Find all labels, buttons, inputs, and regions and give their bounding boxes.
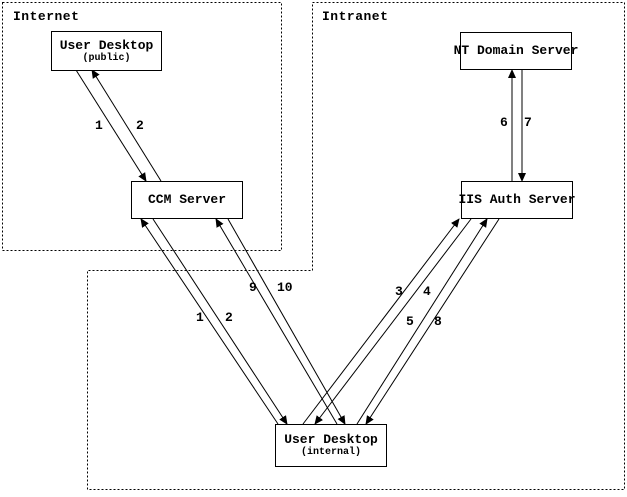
edge-label-6: 6: [500, 115, 508, 130]
edge-4-iis-to-internal: [314, 218, 472, 425]
edge-9-internal-to-ccm: [215, 218, 338, 425]
edge-label-4: 4: [423, 284, 431, 299]
edge-label-2-public: 2: [136, 118, 144, 133]
node-title: CCM Server: [147, 192, 226, 207]
edge-10-ccm-to-internal: [227, 218, 346, 425]
edge-2-ccm-to-public: [91, 69, 162, 182]
edge-1-internal-to-ccm: [140, 218, 279, 425]
node-title: User Desktop: [59, 37, 154, 53]
node-title: NT Domain Server: [453, 43, 579, 58]
edge-8-iis-to-internal: [365, 218, 500, 425]
edge-1-public-to-ccm: [75, 69, 147, 182]
edge-label-10: 10: [277, 280, 293, 295]
node-user-desktop-public: User Desktop (public): [51, 31, 162, 71]
edge-label-3: 3: [395, 284, 403, 299]
node-nt-domain-server: NT Domain Server: [454, 32, 578, 70]
edge-label-1-public: 1: [95, 118, 103, 133]
node-user-desktop-internal: User Desktop (internal): [275, 424, 387, 467]
edge-label-9: 9: [249, 280, 257, 295]
node-iis-auth-server: IIS Auth Server: [458, 181, 576, 219]
node-subtitle: (public): [82, 52, 131, 64]
node-subtitle: (internal): [300, 447, 361, 458]
internet-zone-label: Internet: [13, 9, 80, 24]
intranet-zone-outline: [87, 2, 625, 490]
edge-label-7: 7: [524, 115, 532, 130]
node-title: User Desktop: [284, 432, 378, 447]
intranet-zone-label: Intranet: [322, 9, 389, 24]
edge-2-ccm-to-internal: [152, 218, 288, 425]
node-ccm-server: CCM Server: [131, 181, 243, 219]
node-title: IIS Auth Server: [458, 192, 576, 207]
edge-label-2-internal: 2: [225, 310, 233, 325]
edge-5-internal-to-iis: [356, 218, 488, 425]
edge-label-8: 8: [434, 314, 442, 329]
edge-3-internal-to-iis: [302, 218, 460, 425]
internet-zone-outline: [2, 2, 282, 251]
edge-label-1-internal: 1: [196, 310, 204, 325]
edge-label-5: 5: [406, 314, 414, 329]
